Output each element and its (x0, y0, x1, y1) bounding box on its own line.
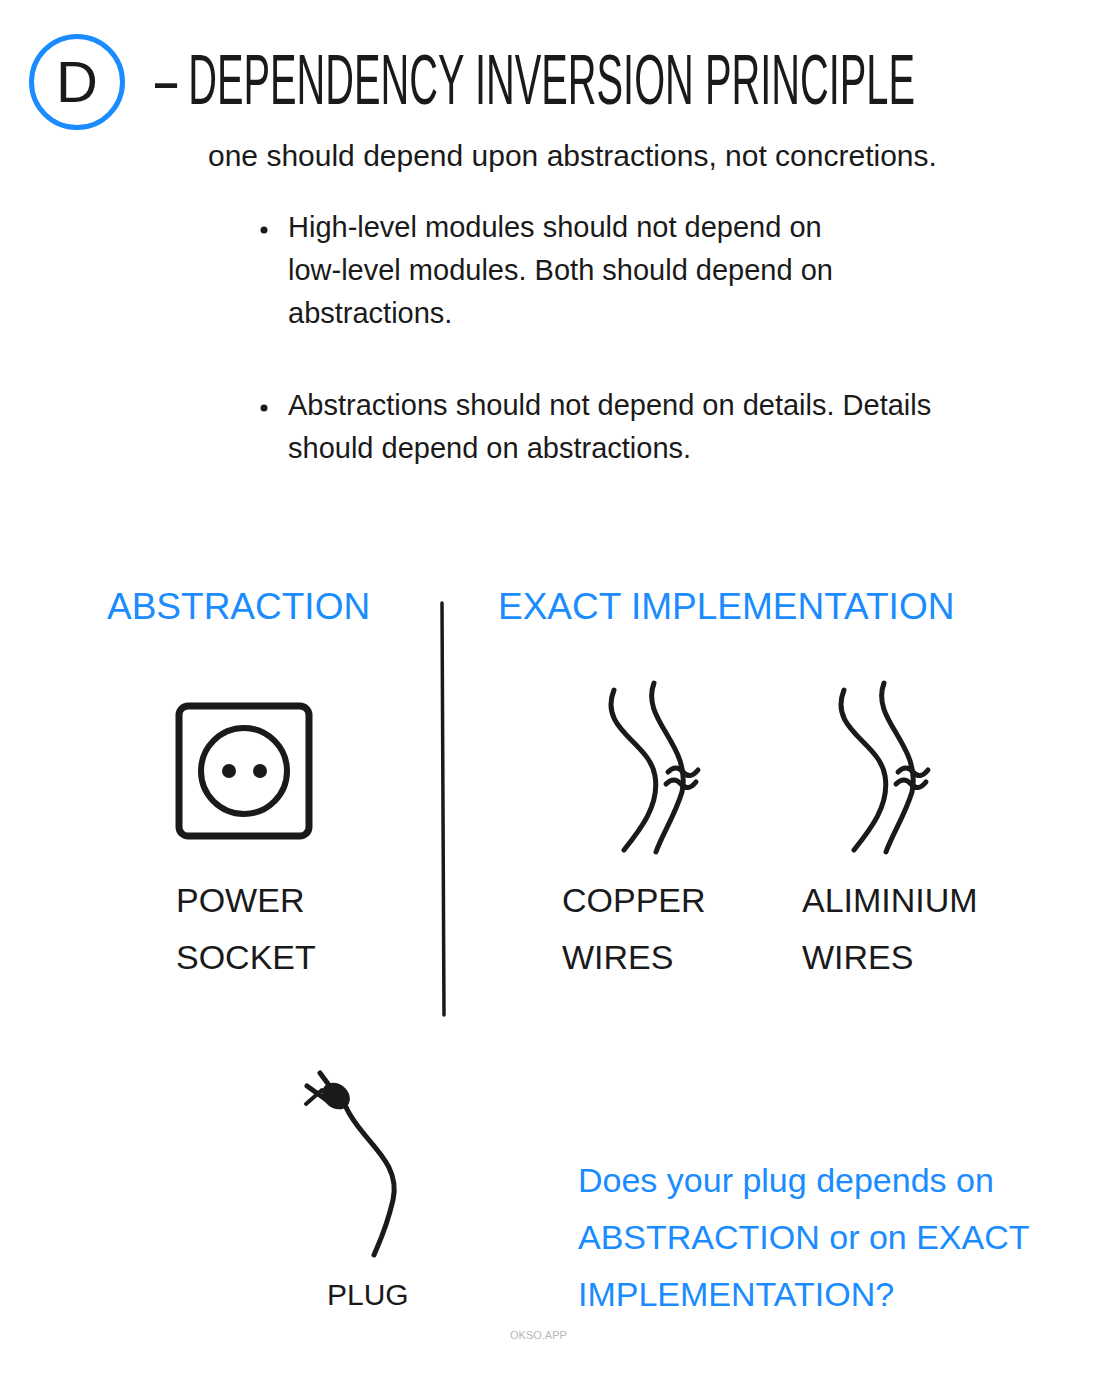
watermark: OKSO.APP (510, 1328, 567, 1342)
title-slot: – DEPENDENCY INVERSION PRINCIPLE (155, 38, 1112, 122)
bullet-dot (261, 227, 268, 234)
letter-circle: D (29, 34, 125, 130)
copper-wires-icon (611, 683, 698, 852)
divider-line (442, 603, 444, 1015)
bullet-text: Abstractions should not depend on detail… (288, 384, 988, 470)
plug-icon (306, 1073, 394, 1255)
title: – DEPENDENCY INVERSION PRINCIPLE (155, 38, 915, 122)
subtitle: one should depend upon abstractions, not… (208, 136, 937, 176)
label-slot: POWER SOCKET (176, 872, 376, 986)
label-slot: ABSTRACTION (107, 584, 370, 630)
power-socket-icon (179, 706, 309, 836)
bullet-dots (261, 227, 268, 412)
icon-caption: PLUG (327, 1275, 409, 1315)
bullet-text: High-level modules should not depend on … (288, 206, 868, 335)
column-heading: EXACT IMPLEMENTATION (498, 584, 954, 630)
label-slot: ALIMINIUM WIRES (802, 872, 1002, 986)
icon-caption: POWER SOCKET (176, 872, 376, 986)
label-slot: COPPER WIRES (562, 872, 762, 986)
label-slot: Does your plug depends on ABSTRACTION or… (578, 1152, 1103, 1323)
label-slot: Abstractions should not depend on detail… (288, 384, 988, 470)
label-slot: OKSO.APP (510, 1328, 567, 1342)
circle-letter: D (56, 53, 98, 111)
question-note: Does your plug depends on ABSTRACTION or… (578, 1152, 1103, 1323)
label-slot: High-level modules should not depend on … (288, 206, 868, 335)
column-heading: ABSTRACTION (107, 584, 370, 630)
aluminium-wires-icon (841, 683, 928, 852)
label-slot: one should depend upon abstractions, not… (208, 136, 937, 176)
label-slot: EXACT IMPLEMENTATION (498, 584, 954, 630)
bullet-dot (261, 405, 268, 412)
label-slot: PLUG (327, 1275, 409, 1315)
icon-caption: COPPER WIRES (562, 872, 762, 986)
icon-caption: ALIMINIUM WIRES (802, 872, 1002, 986)
